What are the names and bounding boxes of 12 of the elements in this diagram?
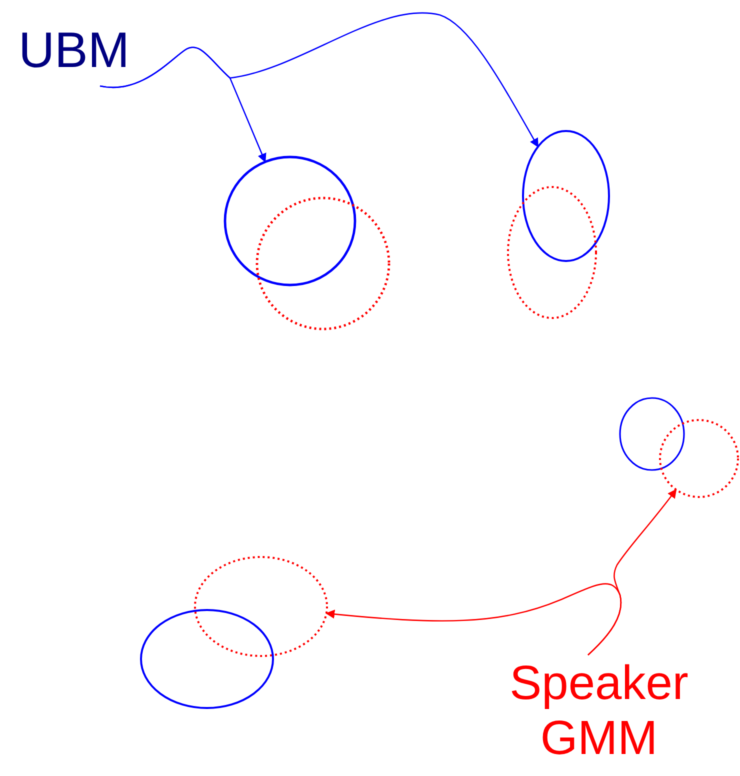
solid-ellipse [223, 155, 357, 287]
leader-line [100, 12, 539, 148]
dotted-ellipse [193, 555, 329, 658]
dotted-ellipse [255, 196, 391, 331]
leader-line [588, 488, 677, 656]
dotted-ellipse [506, 185, 598, 320]
dotted-ellipse [658, 418, 740, 499]
solid-ellipse [521, 129, 611, 263]
solid-ellipse [139, 608, 275, 710]
label-text: UBM [17, 22, 131, 80]
label-text: Speaker GMM [508, 656, 690, 766]
solid-ellipse [618, 396, 686, 472]
